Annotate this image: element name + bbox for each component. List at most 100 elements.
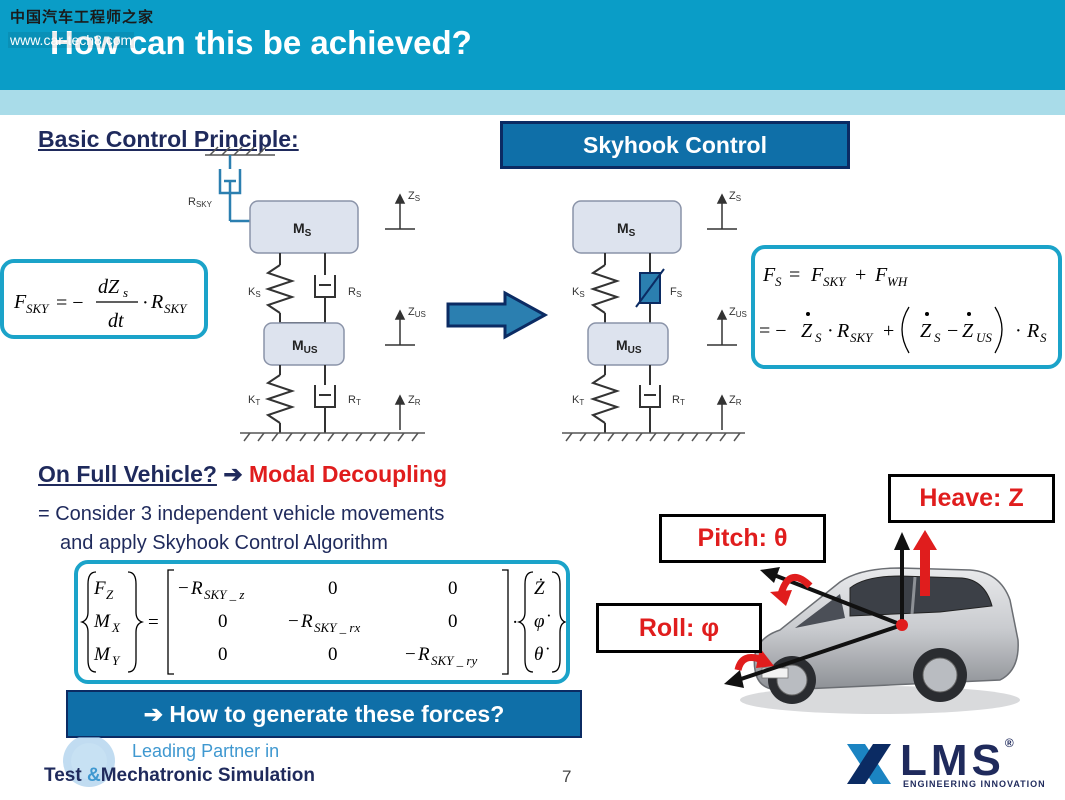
svg-text:F: F — [874, 264, 888, 286]
modal-description: = Consider 3 independent vehicle movemen… — [38, 500, 444, 558]
active-quarter-car-diagram: MS KS FS MUS KT RT ZS ZUS ZR — [562, 190, 747, 442]
svg-text:−: − — [947, 320, 958, 342]
page-number: 7 — [562, 767, 572, 786]
svg-text:MUS: MUS — [292, 337, 318, 356]
svg-text:R: R — [417, 644, 430, 665]
modal-decoupling-label: Modal Decoupling — [249, 461, 448, 487]
modal-decoupling-heading: On Full Vehicle? ➔ Modal Decoupling — [38, 461, 447, 488]
svg-text:MS: MS — [293, 220, 312, 239]
svg-text:MUS: MUS — [616, 337, 642, 356]
lms-logo-text: LMS® — [900, 736, 1018, 785]
pitch-mode-label: Pitch: θ — [659, 514, 826, 563]
watermark-chinese: 中国汽车工程师之家 — [10, 8, 155, 26]
svg-text:R: R — [190, 578, 203, 599]
svg-text:M: M — [93, 611, 111, 632]
svg-text:KS: KS — [572, 286, 585, 299]
passive-quarter-car-diagram: RSKY MS KS RS MUS KT RT ZS — [188, 146, 426, 442]
svg-text:MS: MS — [617, 220, 636, 239]
svg-text:·: · — [142, 292, 149, 314]
svg-text:0: 0 — [448, 578, 458, 599]
svg-text:ZUS: ZUS — [729, 306, 747, 319]
svg-text:Y: Y — [112, 653, 121, 668]
description-line-2: and apply Skyhook Control Algorithm — [60, 532, 388, 554]
svg-text:F: F — [13, 291, 27, 313]
svg-text:0: 0 — [218, 611, 228, 632]
svg-text:Z: Z — [920, 320, 932, 342]
svg-text:ZUS: ZUS — [408, 306, 426, 319]
svg-text:−: − — [178, 578, 189, 599]
svg-text:SKY: SKY — [850, 330, 874, 345]
svg-text:SKY: SKY — [26, 301, 50, 316]
svg-text:0: 0 — [328, 644, 338, 665]
svg-text:dt: dt — [108, 310, 124, 332]
lms-tagline: ENGINEERING INNOVATION — [903, 779, 1046, 789]
svg-text:RT: RT — [672, 394, 685, 407]
skyhook-damper — [218, 155, 250, 223]
slide-title: How can this be achieved? — [50, 24, 472, 61]
svg-text:R: R — [1026, 320, 1039, 342]
svg-text:F: F — [93, 578, 106, 599]
svg-text:SKY: SKY — [823, 274, 847, 289]
svg-text:ZS: ZS — [729, 190, 741, 203]
globe-logo — [63, 737, 115, 787]
svg-text:F: F — [762, 264, 776, 286]
svg-text:0: 0 — [328, 578, 338, 599]
svg-text:KT: KT — [572, 394, 584, 407]
svg-text:·: · — [1015, 320, 1022, 342]
svg-text:RS: RS — [348, 286, 361, 299]
car-illustration — [740, 567, 1020, 714]
formula-fsky: F SKY = − dZ s dt · R SKY — [13, 276, 188, 332]
svg-text:+: + — [855, 264, 866, 286]
sprung-mass — [249, 200, 359, 254]
svg-text:= −: = − — [759, 320, 787, 342]
svg-text:=: = — [148, 612, 159, 633]
svg-text:SKY _ ry: SKY _ ry — [431, 653, 477, 668]
svg-text:ZS: ZS — [408, 190, 420, 203]
svg-text:ZR: ZR — [408, 394, 421, 407]
svg-text:·: · — [512, 612, 518, 633]
svg-text:ZR: ZR — [729, 394, 742, 407]
svg-text:FS: FS — [670, 286, 682, 299]
skyhook-force-formula: F SKY = − dZ s dt · R SKY — [0, 259, 208, 339]
rsky-label: RSKY — [188, 196, 213, 209]
svg-text:= −: = − — [56, 292, 84, 314]
svg-text:RT: RT — [348, 394, 361, 407]
footer-tagline-2: Test &Mechatronic Simulation — [44, 765, 315, 786]
svg-text:SKY _ rx: SKY _ rx — [314, 620, 360, 635]
svg-text:dZ: dZ — [98, 276, 120, 298]
svg-text:Z: Z — [801, 320, 813, 342]
svg-text:·: · — [827, 320, 834, 342]
svg-text:Z: Z — [962, 320, 974, 342]
full-vehicle-question: On Full Vehicle? — [38, 461, 217, 487]
motion-axes — [724, 530, 937, 688]
svg-text:0: 0 — [448, 611, 458, 632]
footer-tagline-1: Leading Partner in — [132, 741, 280, 761]
description-line-1: = Consider 3 independent vehicle movemen… — [38, 503, 445, 525]
watermark-url: www.car-tech8.com — [8, 32, 135, 48]
lms-logo-icon — [847, 744, 891, 784]
svg-text:M: M — [93, 644, 111, 665]
svg-text:KT: KT — [248, 394, 260, 407]
svg-text:X: X — [111, 620, 121, 635]
svg-text:US: US — [976, 330, 992, 345]
svg-text:−: − — [405, 644, 416, 665]
skyhook-control-label: Skyhook Control — [500, 121, 850, 169]
svg-text:WH: WH — [887, 274, 908, 289]
svg-text:S: S — [775, 274, 782, 289]
svg-text:Z: Z — [106, 587, 114, 602]
transformation-arrow — [446, 290, 549, 340]
header-band — [0, 90, 1065, 115]
svg-text:Ż: Ż — [534, 578, 545, 599]
svg-text:R: R — [150, 291, 163, 313]
generate-forces-callout: ➔ How to generate these forces? — [66, 690, 582, 738]
unsprung-mass — [263, 322, 345, 366]
svg-text:0: 0 — [218, 644, 228, 665]
svg-text:S: S — [815, 330, 822, 345]
svg-text:s: s — [123, 285, 128, 300]
svg-text:=: = — [789, 264, 800, 286]
svg-text:S: S — [934, 330, 941, 345]
heave-mode-label: Heave: Z — [888, 474, 1055, 523]
